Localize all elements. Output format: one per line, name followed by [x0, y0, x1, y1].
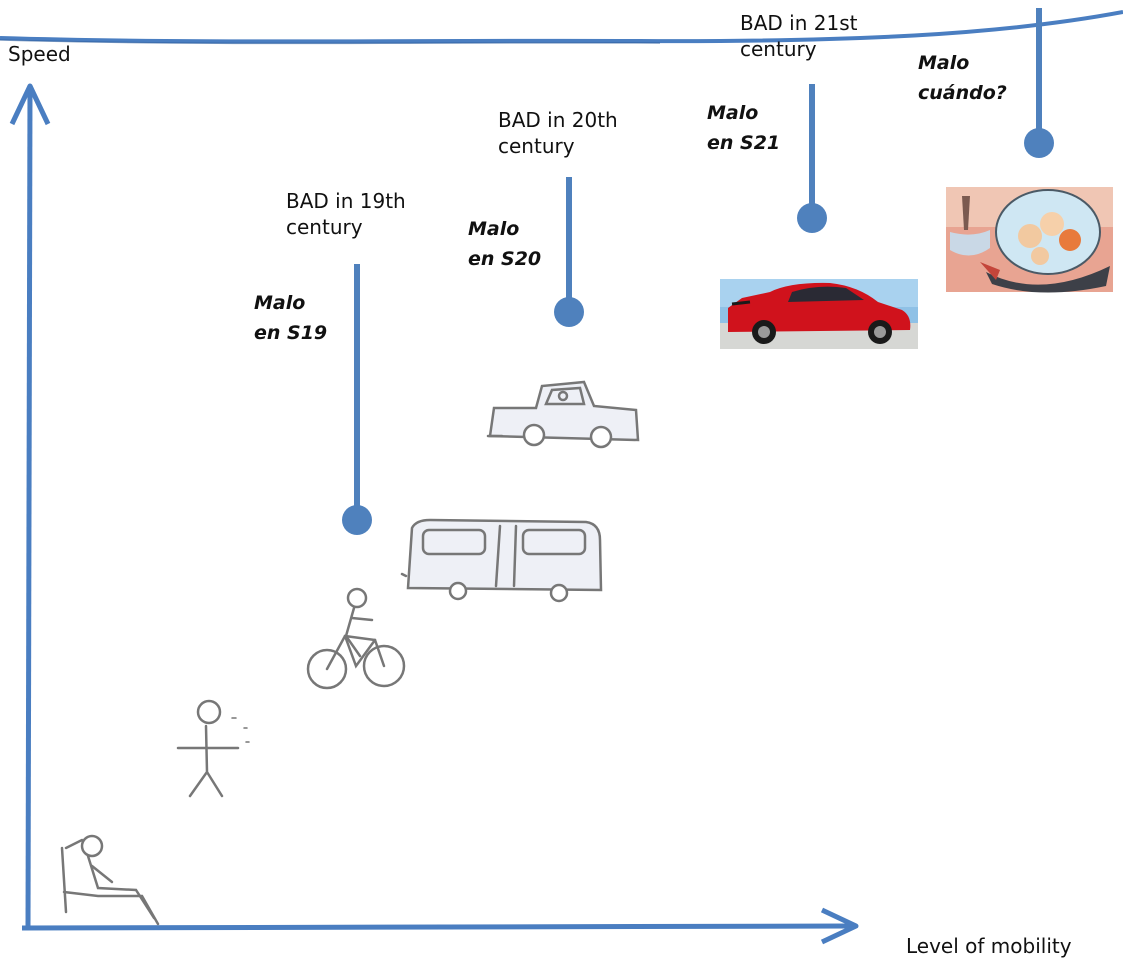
es-future-label: Malo cuándo?	[918, 48, 1007, 108]
era-label-line: century	[498, 134, 575, 158]
era-21st-century-label: BAD in 21st century	[740, 10, 857, 62]
es-label-line: en S20	[468, 248, 542, 270]
bus-sketch	[400, 518, 603, 603]
marker-19th-century	[342, 264, 372, 535]
walking-person-sketch	[176, 699, 250, 798]
x-axis	[21, 923, 853, 931]
flying-car-image	[946, 187, 1113, 293]
era-label-line: BAD in 20th	[498, 108, 618, 132]
sports-car-image	[720, 279, 918, 349]
es-label-line: Malo	[918, 52, 970, 74]
cyclist-sketch	[306, 587, 406, 690]
era-20th-century-label: BAD in 20th century	[498, 107, 618, 159]
y-axis-label: Speed	[8, 42, 71, 66]
era-label-line: BAD in 21st	[740, 11, 858, 35]
es-label-line: Malo	[707, 102, 759, 124]
es-label-line: Malo	[468, 218, 520, 240]
es-label-line: Malo	[254, 292, 306, 314]
x-axis-arrowhead	[820, 907, 859, 945]
es-19th-century-label: Malo en S19	[254, 288, 327, 348]
era-label-line: BAD in 19th	[286, 189, 406, 213]
es-label-line: en S21	[707, 132, 781, 154]
era-label-line: century	[286, 215, 363, 239]
es-label-line: en S19	[254, 322, 328, 344]
sitting-person-sketch	[60, 834, 160, 926]
marker-future	[1024, 8, 1054, 158]
marker-20th-century	[554, 177, 584, 327]
marker-21st-century	[797, 84, 827, 233]
y-axis	[25, 87, 33, 929]
es-20th-century-label: Malo en S20	[468, 214, 541, 274]
y-axis-arrowhead	[9, 83, 51, 126]
era-label-line: century	[740, 37, 817, 61]
car-sketch	[486, 380, 640, 449]
speed-ceiling-line	[0, 10, 1123, 44]
es-21st-century-label: Malo en S21	[707, 98, 780, 158]
x-axis-label: Level of mobility	[906, 934, 1072, 958]
es-label-line: cuándo?	[918, 82, 1007, 104]
era-19th-century-label: BAD in 19th century	[286, 188, 406, 240]
